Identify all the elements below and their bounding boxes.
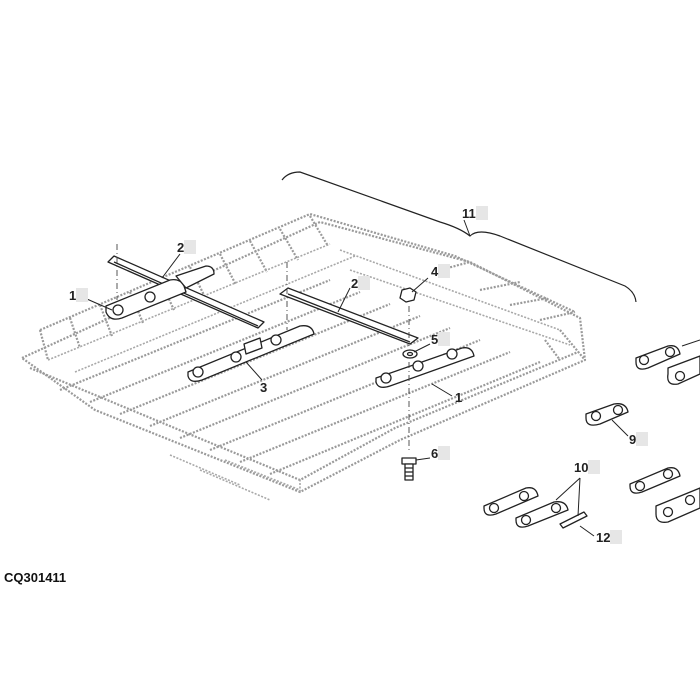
callout-12-text: 12: [596, 530, 610, 545]
callout-4: 4: [431, 264, 450, 279]
callout-6: 6: [431, 446, 450, 461]
figure-id: CQ301411: [4, 570, 66, 585]
callout-5-text: 5: [431, 332, 438, 347]
assembly-axis-lines: [116, 244, 410, 450]
chain-link-assembly-left: [105, 265, 215, 320]
callout-2-left: 2: [177, 240, 196, 255]
callout-10-text: 10: [574, 460, 588, 475]
callout-3: 3: [260, 380, 267, 395]
chain-link-assembly-center: [187, 325, 315, 382]
chain-link-detail-top-right: [635, 345, 700, 385]
link-plates-part-10: [483, 487, 569, 528]
slat-bar-right: [279, 287, 419, 345]
bracket-brace-11: [281, 171, 637, 303]
conveyor-frame: [20, 212, 587, 501]
callout-12: 12: [596, 530, 622, 545]
callout-2-center-text: 2: [351, 276, 358, 291]
bolt-part-6: [401, 457, 417, 481]
callout-9-text: 9: [629, 432, 636, 447]
callout-2-left-text: 2: [177, 240, 184, 255]
chain-link-detail-bottom-right: [629, 467, 700, 523]
callout-5: 5: [431, 332, 450, 347]
callout-3-text: 3: [260, 380, 267, 395]
callout-9: 9: [629, 432, 648, 447]
washer-part-5: [402, 349, 418, 359]
callout-1-right-text: 1: [455, 390, 462, 405]
callout-2-center: 2: [351, 276, 370, 291]
callout-11-text: 11: [462, 206, 476, 221]
callout-6-text: 6: [431, 446, 438, 461]
cotter-pin-part-12: [559, 511, 588, 529]
callout-1-left-text: 1: [69, 288, 76, 303]
connecting-link-part-9: [585, 403, 629, 426]
chain-link-assembly-right: [375, 347, 475, 388]
callout-4-text: 4: [431, 264, 439, 279]
callout-10: 10: [574, 460, 600, 475]
callout-1-right: 1: [455, 390, 462, 405]
callout-1-left: 1: [69, 288, 88, 303]
callout-11: 11: [462, 206, 488, 221]
